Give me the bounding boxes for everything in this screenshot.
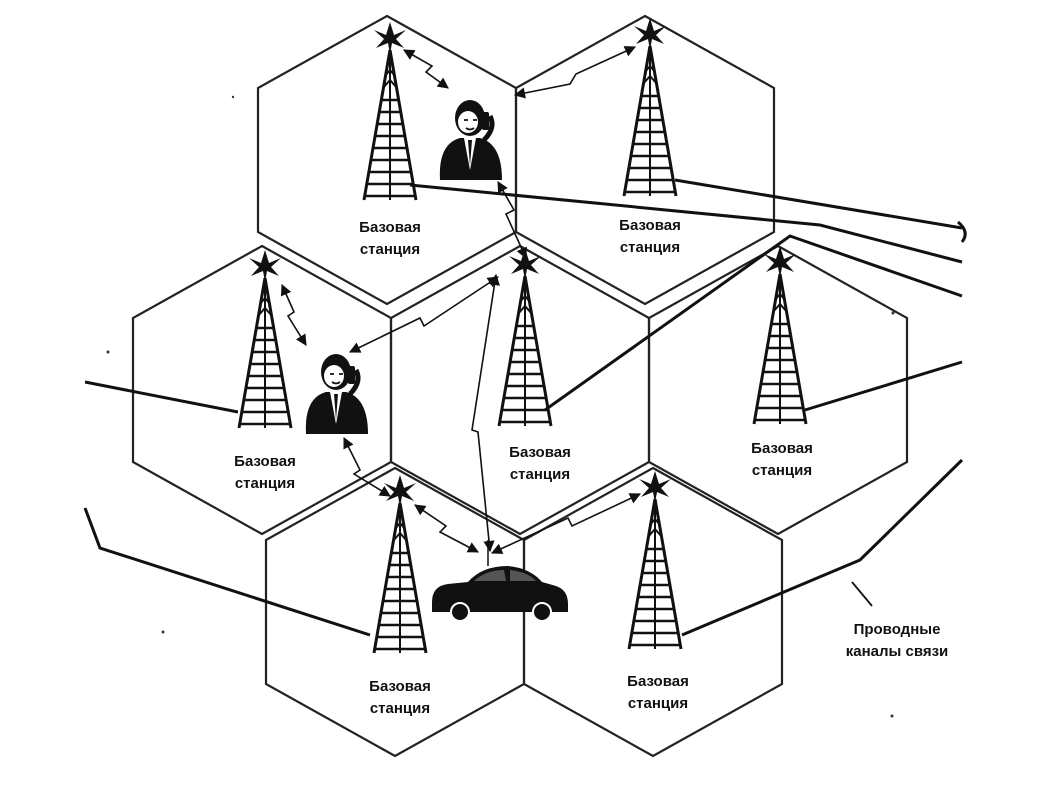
wired-channels-label: каналы связи (846, 643, 949, 660)
station-label: станция (370, 700, 430, 717)
wire-edge-top (957, 220, 967, 243)
speck (106, 350, 110, 354)
wired-channels (83, 178, 967, 637)
mobile-user-icon (440, 100, 502, 180)
radio-link (414, 504, 479, 553)
station-label: Базовая (359, 219, 421, 236)
wire-mid-left (84, 380, 239, 414)
wire-bottom-right (681, 458, 964, 637)
speck (891, 311, 895, 315)
radio-link (490, 493, 642, 554)
radio-tower-icon (237, 248, 293, 430)
speck (161, 630, 165, 634)
radio-tower-icon (627, 469, 683, 651)
cell-mid-right (647, 244, 909, 536)
car-icon (431, 539, 569, 622)
station-label: станция (360, 241, 420, 258)
radio-tower-icon (372, 473, 428, 655)
radio-link (348, 276, 499, 353)
speck (231, 95, 235, 99)
radio-link (343, 436, 391, 497)
cell-top-right (514, 14, 776, 306)
station-label: станция (752, 462, 812, 479)
station-label: станция (628, 695, 688, 712)
station-labels: Базовая станция Базовая станция Базовая … (234, 217, 813, 717)
radio-links (280, 46, 642, 554)
station-label: Базовая (619, 217, 681, 234)
wire-bottom-left (83, 507, 371, 637)
mobile-user-icon (306, 354, 368, 434)
wire-top-right (674, 178, 963, 230)
wired-channels-label: Проводные (854, 621, 941, 638)
wire-center (544, 234, 963, 412)
wired-label-pointer (851, 581, 873, 607)
towers (237, 16, 808, 655)
station-label: Базовая (509, 444, 571, 461)
radio-link (471, 273, 500, 553)
wire-top-left (409, 183, 963, 264)
speck (890, 714, 894, 718)
station-label: станция (620, 239, 680, 256)
wire-mid-right (804, 360, 963, 412)
radio-link (280, 283, 307, 346)
station-label: станция (510, 466, 570, 483)
radio-tower-icon (497, 246, 553, 428)
radio-tower-icon (752, 244, 808, 426)
radio-link (497, 181, 527, 260)
station-label: Базовая (627, 673, 689, 690)
station-label: станция (235, 475, 295, 492)
radio-link (403, 49, 449, 89)
station-label: Базовая (234, 453, 296, 470)
station-label: Базовая (369, 678, 431, 695)
radio-tower-icon (362, 20, 418, 202)
radio-link (513, 46, 637, 99)
station-label: Базовая (751, 440, 813, 457)
radio-tower-icon (622, 16, 678, 198)
